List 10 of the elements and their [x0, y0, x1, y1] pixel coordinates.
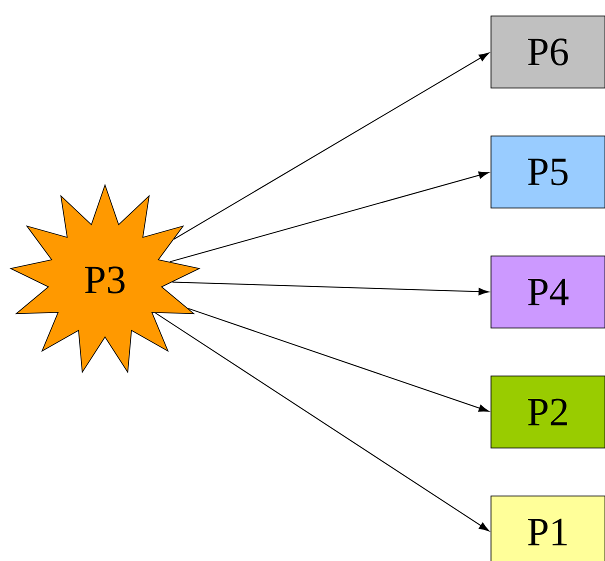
arrow — [154, 312, 490, 532]
arrow — [169, 172, 489, 262]
process-box: P6 — [490, 16, 605, 88]
process-box: P1 — [490, 496, 605, 561]
arrow — [173, 52, 490, 240]
arrow — [172, 282, 489, 296]
process-box: P4 — [490, 256, 605, 328]
process-box: P5 — [490, 136, 605, 208]
process-box: P2 — [490, 376, 605, 448]
arrow — [188, 308, 489, 412]
